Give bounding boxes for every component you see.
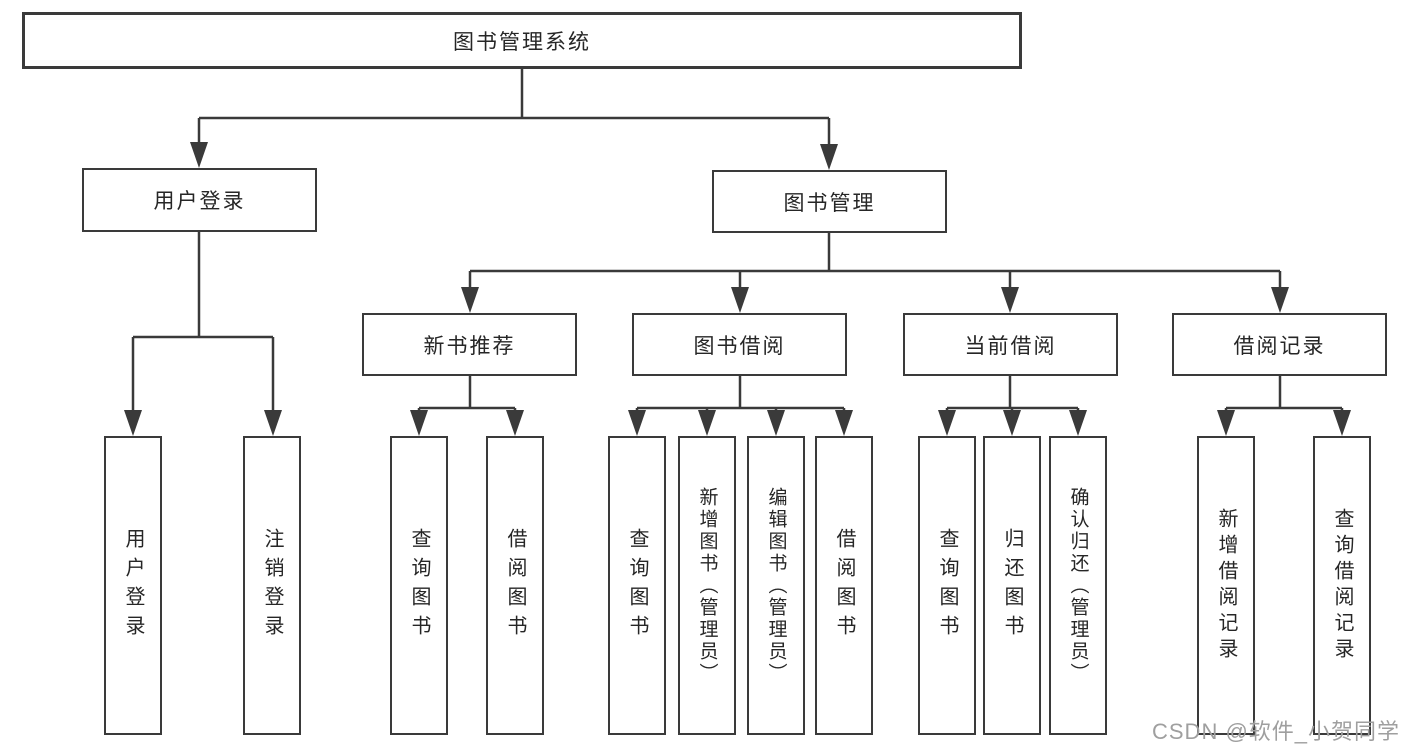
arrowheads bbox=[124, 142, 1351, 436]
node-borrow-books-leaf: 借阅图书 bbox=[815, 436, 873, 735]
node-query-borrow-record: 查询借阅记录 bbox=[1313, 436, 1371, 735]
node-library-management-system: 图书管理系统 bbox=[22, 12, 1022, 69]
node-query-books-current: 查询图书 bbox=[918, 436, 976, 735]
connector-lines bbox=[131, 69, 1344, 414]
node-label: 编辑图书（管理员） bbox=[765, 486, 787, 685]
node-label: 当前借阅 bbox=[964, 334, 1057, 358]
node-borrowing-records: 借阅记录 bbox=[1172, 313, 1387, 376]
node-query-books-recommend: 查询图书 bbox=[390, 436, 448, 735]
node-user-login: 用户登录 bbox=[82, 168, 317, 232]
node-label: 新增图书（管理员） bbox=[696, 486, 718, 685]
node-label: 归还图书 bbox=[1001, 527, 1023, 644]
node-add-books-admin: 新增图书（管理员） bbox=[678, 436, 736, 735]
node-borrow-books-recommend: 借阅图书 bbox=[486, 436, 544, 735]
node-label: 查询图书 bbox=[936, 527, 958, 644]
node-label: 查询图书 bbox=[408, 527, 430, 644]
node-label: 图书管理 bbox=[783, 191, 876, 215]
node-label: 借阅图书 bbox=[504, 527, 526, 644]
node-label: 图书管理系统 bbox=[453, 30, 591, 54]
node-label: 用户登录 bbox=[122, 527, 144, 644]
node-query-books-borrowing: 查询图书 bbox=[608, 436, 666, 735]
node-current-borrowing: 当前借阅 bbox=[903, 313, 1118, 376]
node-label: 借阅图书 bbox=[833, 527, 855, 644]
node-label: 确认归还（管理员） bbox=[1067, 486, 1089, 685]
node-label: 查询借阅记录 bbox=[1331, 507, 1353, 664]
node-return-books: 归还图书 bbox=[983, 436, 1041, 735]
node-label: 注销登录 bbox=[261, 527, 283, 644]
node-edit-books-admin: 编辑图书（管理员） bbox=[747, 436, 805, 735]
node-label: 借阅记录 bbox=[1233, 334, 1326, 358]
node-logout-login: 注销登录 bbox=[243, 436, 301, 735]
node-label: 查询图书 bbox=[626, 527, 648, 644]
node-book-borrowing: 图书借阅 bbox=[632, 313, 847, 376]
node-label: 图书借阅 bbox=[693, 334, 786, 358]
node-add-borrow-record: 新增借阅记录 bbox=[1197, 436, 1255, 735]
node-book-management: 图书管理 bbox=[712, 170, 947, 233]
node-label: 新书推荐 bbox=[423, 334, 516, 358]
node-new-book-recommendation: 新书推荐 bbox=[362, 313, 577, 376]
csdn-watermark: CSDN @软件_小贺同学 bbox=[1152, 719, 1401, 744]
node-confirm-return-admin: 确认归还（管理员） bbox=[1049, 436, 1107, 735]
node-label: 用户登录 bbox=[153, 190, 246, 213]
node-user-login-leaf: 用户登录 bbox=[104, 436, 162, 735]
node-label: 新增借阅记录 bbox=[1215, 507, 1237, 664]
